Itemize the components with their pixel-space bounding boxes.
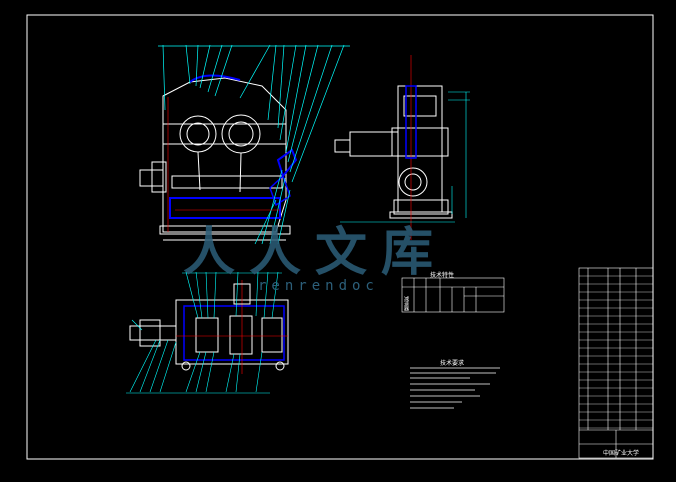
tech-table-row-label: 减速器 bbox=[403, 296, 409, 311]
side-view-leaders bbox=[340, 91, 470, 223]
title-block-school: 中国矿业大学 bbox=[603, 450, 640, 457]
side-view bbox=[334, 55, 453, 240]
tech-table bbox=[401, 277, 505, 313]
front-view-leaders bbox=[158, 44, 350, 245]
plan-view bbox=[129, 280, 289, 374]
drawing-border bbox=[26, 14, 654, 460]
plan-view-leaders bbox=[126, 271, 282, 394]
parts-list-rows bbox=[579, 275, 653, 429]
tech-requirements-title: 技术要求 bbox=[440, 360, 465, 367]
front-view bbox=[139, 74, 298, 241]
tech-table-title: 技术特性 bbox=[430, 272, 455, 279]
watermark-sub: renrendoc bbox=[258, 278, 379, 294]
tech-requirements-lines bbox=[410, 367, 500, 409]
title-block bbox=[578, 267, 654, 459]
front-view-dimensions bbox=[167, 97, 280, 232]
watermark-main: 人人文库 bbox=[183, 222, 448, 283]
